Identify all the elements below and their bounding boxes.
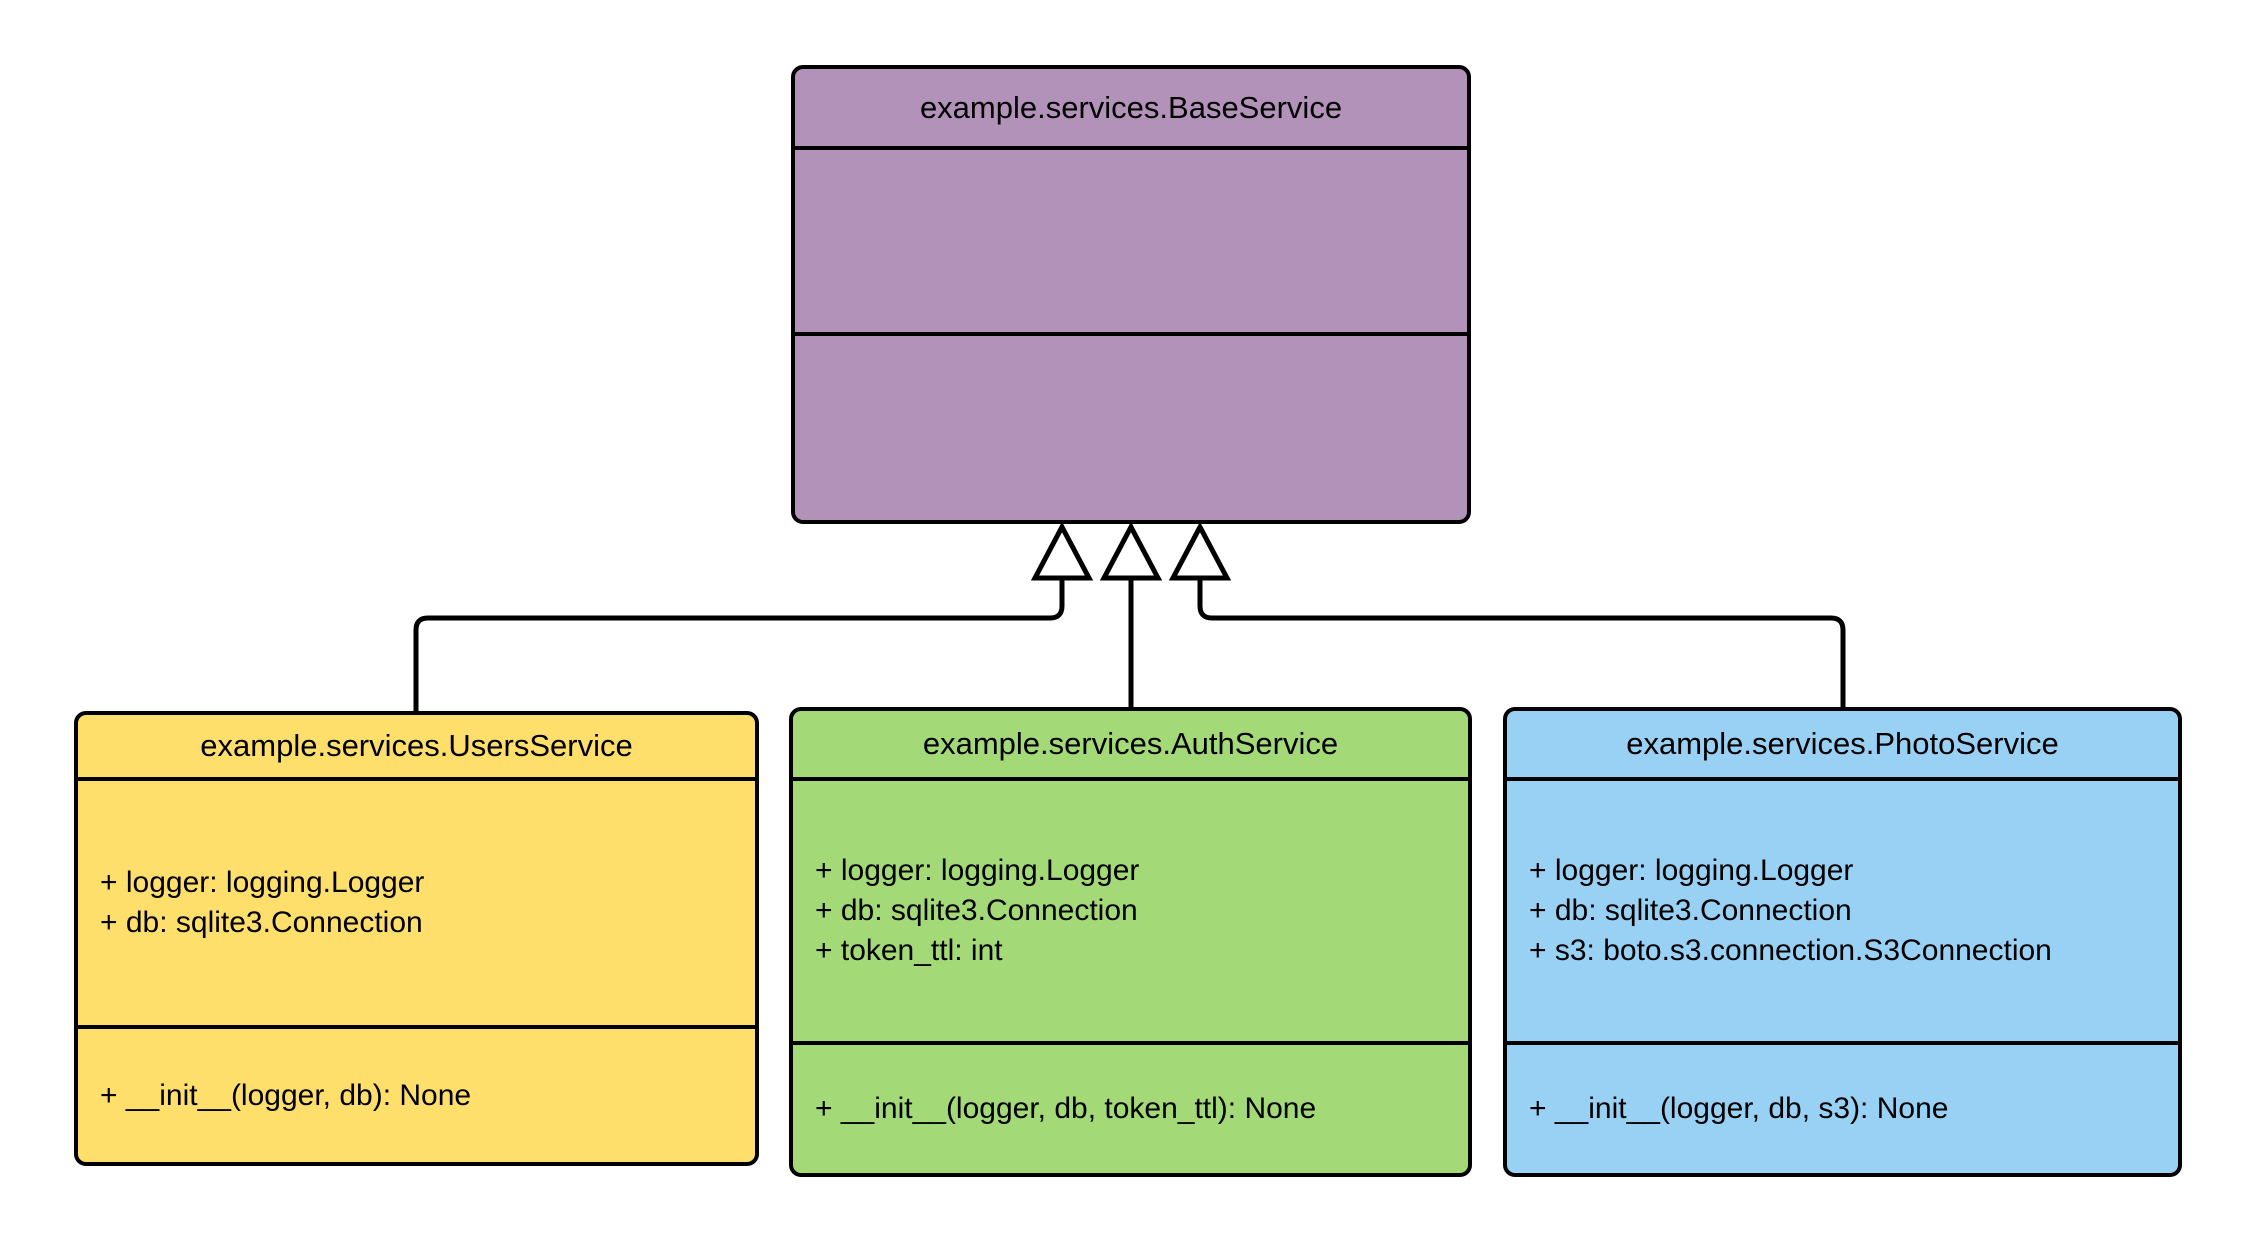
method-item: + __init__(logger, db): None [100, 1078, 472, 1112]
class-name-compartment: example.services.UsersService [78, 715, 755, 781]
methods-compartment: + __init__(logger, db, s3): None [1507, 1045, 2178, 1173]
methods-compartment: + __init__(logger, db): None [78, 1029, 755, 1162]
methods-compartment-empty [795, 336, 1467, 520]
methods-compartment: + __init__(logger, db, token_ttl): None [793, 1045, 1468, 1173]
attribute-item: + logger: logging.Logger [100, 866, 425, 900]
inheritance-arrowhead-users [1030, 521, 1094, 581]
class-name-compartment: example.services.PhotoService [1507, 711, 2178, 781]
attribute-item: + db: sqlite3.Connection [1529, 894, 1852, 928]
attributes-compartment: + logger: logging.Logger + db: sqlite3.C… [78, 781, 755, 1029]
attributes-compartment: + logger: logging.Logger + db: sqlite3.C… [793, 781, 1468, 1045]
attribute-item: + logger: logging.Logger [815, 854, 1140, 888]
inheritance-edge-auth-to-base [1099, 521, 1163, 707]
uml-class-users-service[interactable]: example.services.UsersService + logger: … [74, 711, 759, 1166]
attributes-compartment-empty [795, 150, 1467, 336]
attribute-item: + token_ttl: int [815, 933, 1003, 967]
uml-class-base-service[interactable]: example.services.BaseService [791, 65, 1471, 524]
inheritance-edge-users-to-base [413, 521, 1094, 711]
inheritance-edge-photo-to-base [1168, 521, 1846, 707]
method-item: + __init__(logger, db, s3): None [1529, 1092, 1949, 1126]
class-name-label: example.services.AuthService [922, 726, 1339, 762]
attribute-item: + s3: boto.s3.connection.S3Connection [1529, 933, 2052, 967]
class-name-label: example.services.PhotoService [1626, 726, 2059, 762]
method-item: + __init__(logger, db, token_ttl): None [815, 1092, 1317, 1126]
attribute-item: + db: sqlite3.Connection [100, 906, 423, 939]
class-name-label: example.services.BaseService [919, 89, 1343, 125]
class-name-label: example.services.UsersService [200, 728, 633, 764]
attributes-compartment: + logger: logging.Logger + db: sqlite3.C… [1507, 781, 2178, 1045]
class-name-compartment: example.services.BaseService [795, 69, 1467, 150]
inheritance-arrowhead-auth [1099, 521, 1163, 581]
attribute-item: + db: sqlite3.Connection [815, 894, 1138, 928]
inheritance-arrowhead-photo [1168, 521, 1232, 581]
uml-class-auth-service[interactable]: example.services.AuthService + logger: l… [789, 707, 1472, 1177]
uml-class-photo-service[interactable]: example.services.PhotoService + logger: … [1503, 707, 2182, 1177]
class-name-compartment: example.services.AuthService [793, 711, 1468, 781]
attribute-item: + logger: logging.Logger [1529, 854, 1854, 888]
